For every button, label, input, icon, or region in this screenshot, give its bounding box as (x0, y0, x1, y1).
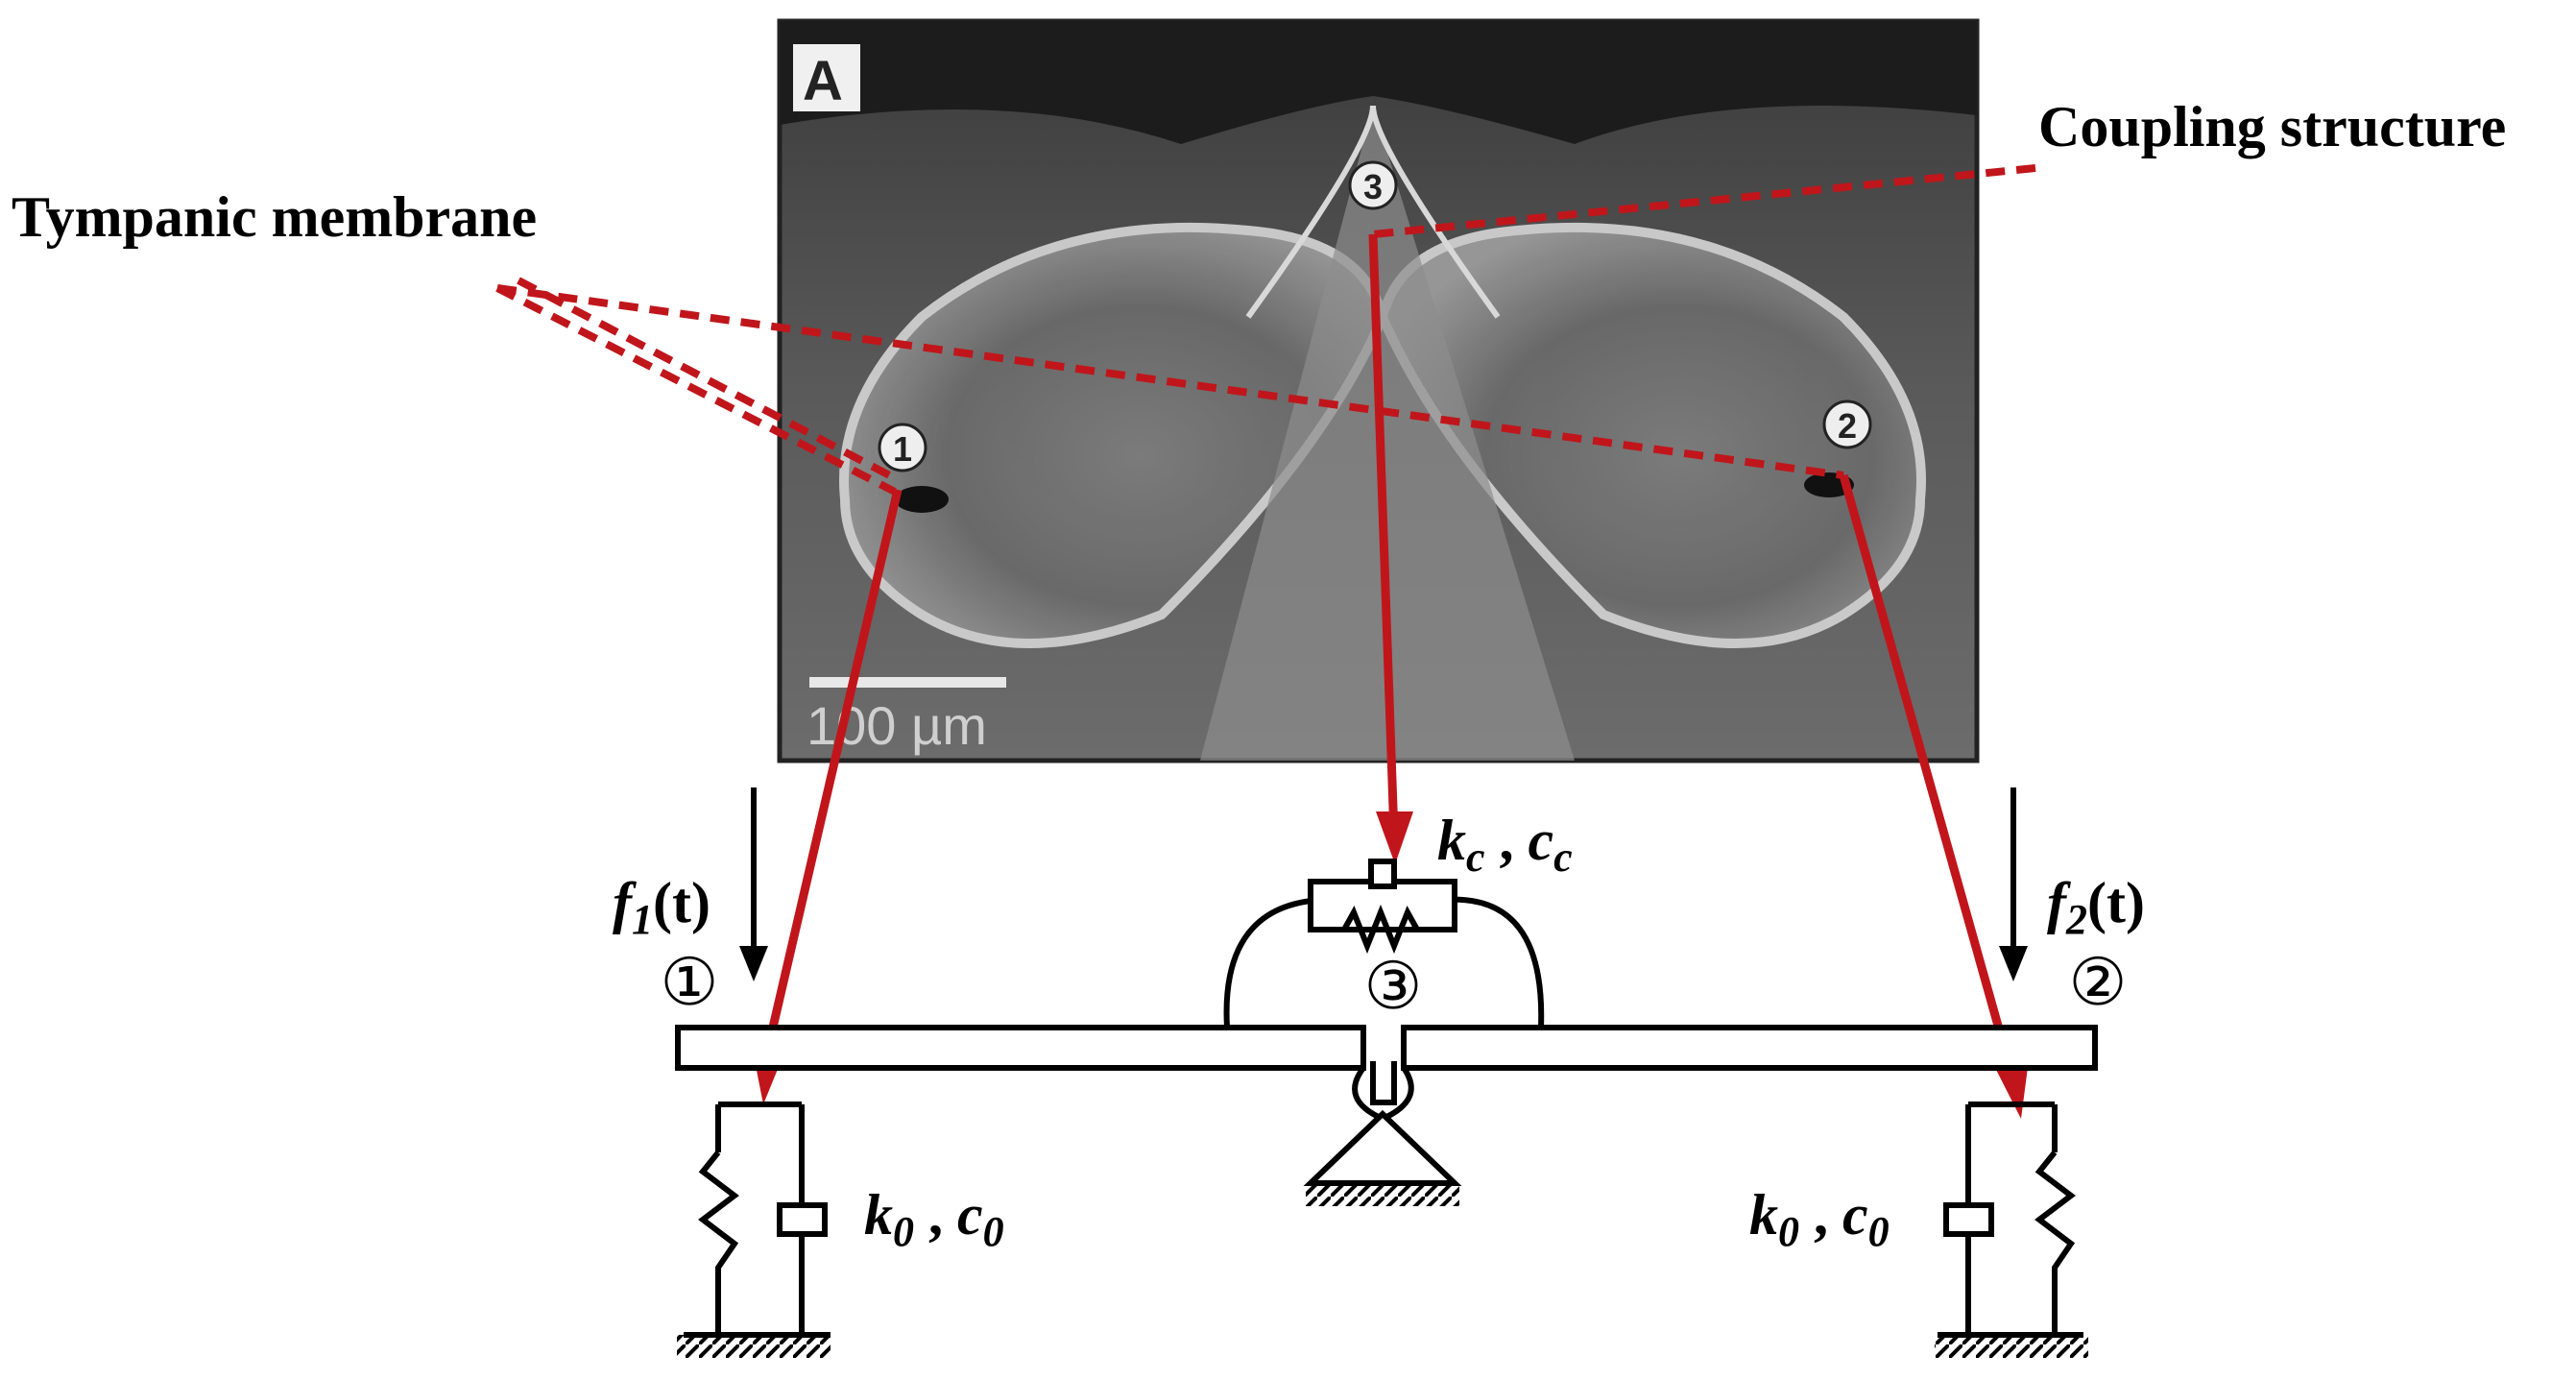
force-arrow-left-head (739, 946, 768, 981)
support-params-left-label: k0 , c0 (864, 1183, 1004, 1255)
support-right-ground (1935, 1335, 2088, 1358)
micrograph-top-shadow (780, 21, 1977, 144)
scale-bar (809, 677, 1006, 688)
arrowhead-center (1376, 811, 1413, 864)
pivot-ground (1306, 1183, 1459, 1206)
svg-text:2: 2 (1838, 406, 1857, 446)
force-arrow-right-head (1999, 946, 2028, 981)
red-arrows (761, 233, 2018, 1082)
coupling-spring (1341, 904, 1420, 955)
marker-2: 2 (1822, 399, 1872, 449)
force-label-left: f1(t) (613, 871, 710, 943)
node-label-right: ② (2069, 946, 2128, 1019)
beam-right (1401, 1025, 2098, 1071)
svg-text:3: 3 (1363, 167, 1383, 206)
marker-3: 3 (1348, 160, 1398, 210)
label-tympanic-membrane: Tympanic membrane (12, 185, 537, 249)
coupling-params-label: kc , cc (1437, 809, 1573, 881)
arrow-right (1839, 473, 2018, 1082)
coupling-ridge (1245, 105, 1501, 319)
marker-1: 1 (878, 423, 927, 472)
pit-left (895, 486, 949, 513)
support-params-right-label: k0 , c0 (1749, 1183, 1890, 1255)
micrograph: A 100 µm 1 2 3 (777, 18, 1980, 763)
arrow-center (1368, 233, 1399, 836)
arrow-left (761, 488, 903, 1058)
force-label-right: f2(t) (2047, 871, 2145, 943)
panel-letter: A (803, 50, 843, 112)
support-left-frame (715, 1102, 805, 1205)
support-left-ground (677, 1335, 831, 1358)
support-right-spring (2034, 1150, 2076, 1335)
label-coupling-structure: Coupling structure (2038, 95, 2506, 158)
node-label-left: ① (661, 946, 719, 1019)
support-right-frame (1965, 1102, 2058, 1205)
panel-letter-box (793, 44, 860, 111)
pivot-support (1303, 1109, 1462, 1186)
pivot-hinge (1352, 1061, 1414, 1123)
coupling-box (1308, 879, 1457, 932)
coupling-fan (1200, 106, 1575, 761)
beam-left (675, 1025, 1366, 1071)
support-right-damper (1943, 1202, 1994, 1237)
scale-bar-label: 100 µm (807, 695, 987, 756)
support-left-damper (777, 1202, 828, 1237)
node-label-center: ③ (1364, 950, 1423, 1023)
support-left-spring (698, 1150, 739, 1335)
svg-text:1: 1 (893, 429, 912, 469)
dashed-leaders (495, 164, 2036, 496)
mechanical-model (675, 787, 2098, 1358)
coupling-damper (1368, 859, 1397, 889)
